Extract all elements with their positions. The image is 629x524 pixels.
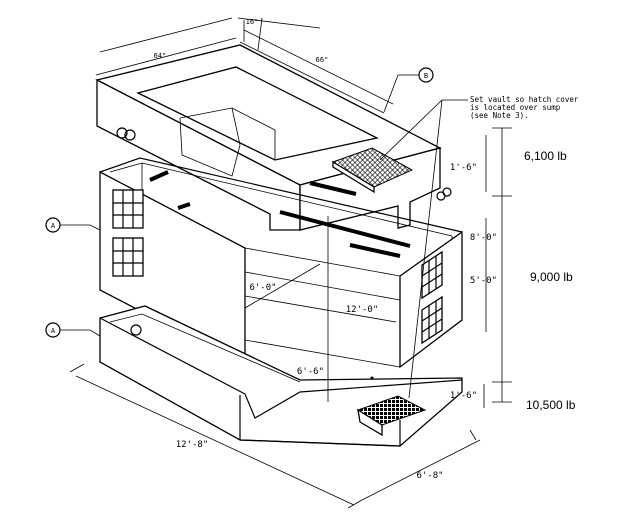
dim-inner-length: 12'-0": [346, 305, 379, 315]
svg-text:A: A: [51, 327, 56, 335]
callout-a-top: A: [45, 217, 101, 233]
dim-top-64: 64": [154, 52, 167, 60]
svg-text:Set vault so hatch cover: Set vault so hatch cover: [470, 95, 579, 104]
callout-b: B: [383, 67, 434, 113]
dim-outer-length: 12'-8": [176, 440, 209, 450]
svg-text:A: A: [51, 222, 56, 230]
weight-top: 6,100 lb: [524, 149, 567, 163]
dim-bottom: 12'-8" 6'-8": [69, 363, 481, 509]
knockout-hole: [436, 191, 446, 201]
hatch-cover-edge: [332, 160, 375, 194]
dim-inner-width: 6'-0": [249, 283, 276, 293]
dim-top-66: 66": [316, 56, 329, 64]
svg-text:is located over sump: is located over sump: [470, 103, 561, 112]
lid-opening: [136, 66, 379, 161]
svg-text:(see Note 3).: (see Note 3).: [470, 111, 529, 120]
pipe-stub: [130, 324, 142, 336]
dim-right: 1'-6" 8'-0" 5'-0" 1'-6": [450, 127, 512, 408]
lid-section: [95, 44, 452, 231]
weight-middle: 9,000 lb: [530, 270, 573, 284]
callout-a-bottom: A: [45, 322, 101, 338]
window-grid: [112, 189, 144, 229]
window-grid: [421, 250, 443, 300]
hatch-note: Set vault so hatch cover is located over…: [379, 95, 579, 399]
knockout-hole: [116, 127, 128, 139]
dim-lid-height: 1'-6": [450, 163, 477, 173]
dim-outer-width: 6'-8": [416, 471, 443, 481]
dim-mid-height: 8'-0": [470, 233, 497, 243]
dim-top: 16" 64" 66": [95, 17, 394, 114]
sump-box: [357, 408, 383, 437]
dim-base-height: 1'-6": [450, 391, 477, 401]
dim-top-16: 16": [246, 18, 259, 26]
base-section: [99, 305, 463, 447]
dim-interior: 6'-0" 12'-0" 6'-6": [244, 216, 397, 402]
window-grid: [112, 237, 144, 277]
middle-section: [99, 157, 463, 369]
dim-depth: 6'-6": [297, 367, 324, 377]
dim-inner-height: 5'-0": [470, 276, 497, 286]
knockout-hole: [124, 129, 136, 141]
middle-right-wall: [399, 230, 463, 369]
window-grid: [421, 295, 443, 345]
weight-base: 10,500 lb: [526, 398, 576, 412]
svg-text:B: B: [424, 72, 428, 80]
